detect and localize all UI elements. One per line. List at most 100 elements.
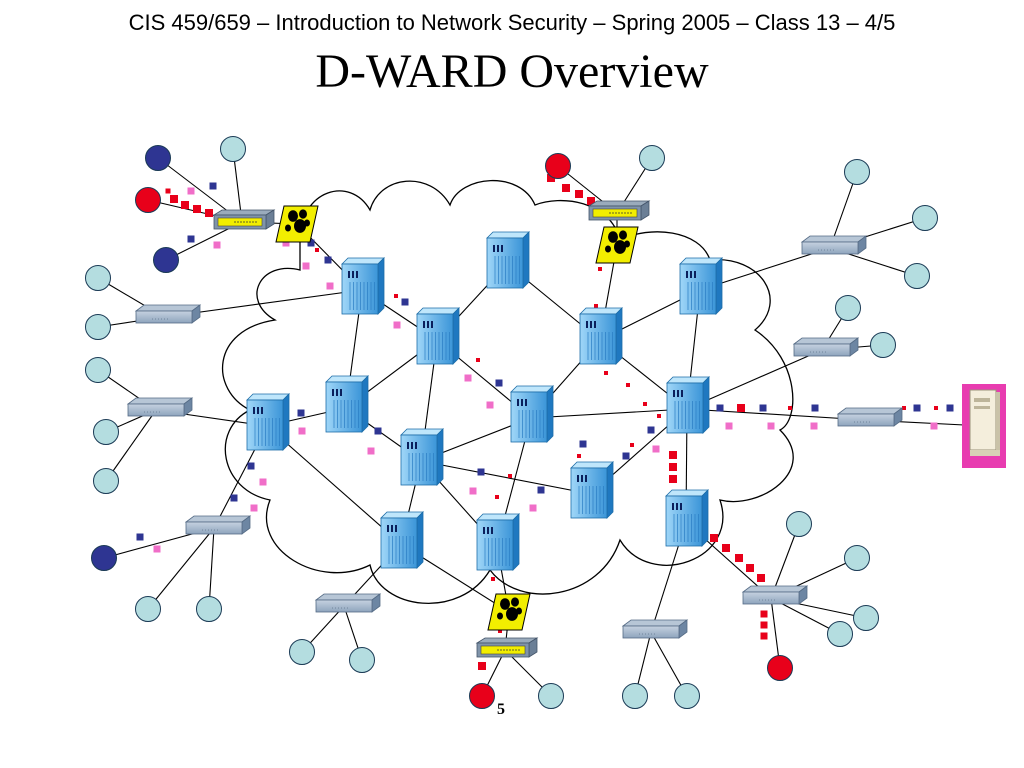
packet-marker — [652, 445, 660, 453]
host-icon — [674, 683, 700, 709]
packet-marker — [767, 422, 775, 430]
host-icon — [827, 621, 853, 647]
router-icon — [400, 428, 444, 486]
host-icon — [622, 683, 648, 709]
packet-marker — [394, 294, 398, 298]
router-icon — [665, 489, 709, 547]
packet-marker — [788, 406, 792, 410]
slide-title: D-WARD Overview — [315, 45, 709, 98]
host-icon — [145, 145, 171, 171]
packet-marker — [495, 379, 503, 387]
host-icon — [844, 159, 870, 185]
router-icon — [325, 375, 369, 433]
packet-marker — [136, 533, 144, 541]
host-icon — [85, 314, 111, 340]
router-icon — [341, 257, 385, 315]
packet-marker — [622, 452, 630, 460]
packet-marker — [669, 475, 677, 483]
switch-icon — [621, 619, 689, 639]
packet-marker — [477, 468, 485, 476]
packet-marker — [491, 577, 495, 581]
packet-marker — [153, 545, 161, 553]
packet-marker — [282, 239, 290, 247]
packet-marker — [946, 404, 954, 412]
packet-marker — [716, 404, 724, 412]
router-icon — [570, 461, 614, 519]
host-icon — [545, 153, 571, 179]
packet-marker — [930, 422, 938, 430]
packet-marker — [529, 504, 537, 512]
packet-marker — [760, 621, 768, 629]
packet-marker — [735, 554, 743, 562]
page-number: 5 — [497, 701, 505, 718]
packet-marker — [760, 610, 768, 618]
host-icon — [135, 596, 161, 622]
host-icon — [844, 545, 870, 571]
packet-marker — [213, 241, 221, 249]
switch-icon — [741, 585, 809, 605]
router-icon — [486, 231, 530, 289]
packet-marker — [464, 374, 472, 382]
host-icon — [220, 136, 246, 162]
switch-icon — [836, 407, 904, 427]
packet-marker — [562, 184, 570, 192]
packet-marker — [598, 267, 602, 271]
packet-marker — [604, 371, 608, 375]
packet-marker — [486, 401, 494, 409]
packet-marker — [811, 404, 819, 412]
packet-marker — [205, 209, 213, 217]
packet-marker — [476, 358, 480, 362]
packet-marker — [810, 422, 818, 430]
packet-marker — [247, 462, 255, 470]
host-icon — [767, 655, 793, 681]
host-icon — [870, 332, 896, 358]
host-icon — [639, 145, 665, 171]
packet-marker — [669, 463, 677, 471]
packet-marker — [230, 494, 238, 502]
packet-marker — [193, 205, 201, 213]
packet-marker — [498, 629, 502, 633]
dward-router-icon — [587, 200, 651, 221]
packet-marker — [547, 174, 555, 182]
packet-marker — [759, 404, 767, 412]
packet-marker — [626, 383, 630, 387]
packet-marker — [302, 262, 310, 270]
host-icon — [786, 511, 812, 537]
router-icon — [476, 513, 520, 571]
host-icon — [135, 187, 161, 213]
packet-marker — [902, 406, 906, 410]
packet-marker — [587, 197, 595, 205]
switch-icon — [800, 235, 868, 255]
host-icon — [835, 295, 861, 321]
switch-icon — [126, 397, 194, 417]
packet-marker — [647, 426, 655, 434]
packet-marker — [367, 447, 375, 455]
host-icon — [904, 263, 930, 289]
router-icon — [666, 376, 710, 434]
packet-marker — [170, 195, 178, 203]
packet-marker — [469, 487, 477, 495]
host-icon — [93, 468, 119, 494]
router-icon — [579, 307, 623, 365]
packet-marker — [760, 632, 768, 640]
dward-filter-icon — [595, 226, 639, 264]
host-icon — [469, 683, 495, 709]
packet-marker — [594, 304, 598, 308]
packet-marker — [324, 256, 332, 264]
packet-marker — [575, 190, 583, 198]
packet-marker — [187, 187, 195, 195]
host-icon — [85, 357, 111, 383]
router-icon — [510, 385, 554, 443]
host-icon — [853, 605, 879, 631]
host-icon — [91, 545, 117, 571]
dward-filter-icon — [487, 593, 531, 631]
packet-marker — [537, 486, 545, 494]
packet-marker — [710, 534, 718, 542]
packet-marker — [577, 454, 581, 458]
packet-marker — [722, 544, 730, 552]
packet-marker — [250, 504, 258, 512]
packet-marker — [297, 409, 305, 417]
packet-marker — [181, 201, 189, 209]
packet-marker — [757, 574, 765, 582]
packet-marker — [209, 182, 217, 190]
